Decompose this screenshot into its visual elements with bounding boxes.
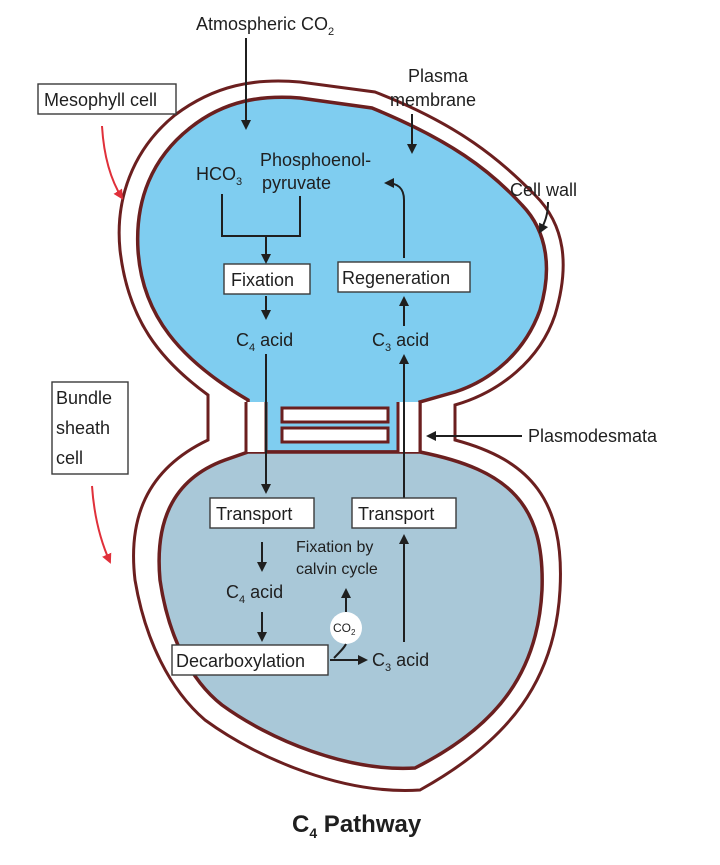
calvin-label-line2: calvin cycle xyxy=(296,561,378,578)
plasmodesmata-bar-bottom xyxy=(280,426,390,444)
mesophyll-c3-acid-label: C3 acid xyxy=(372,330,429,354)
transport-right-label: Transport xyxy=(358,504,434,524)
calvin-label-line1: Fixation by xyxy=(296,539,373,556)
transport-left-label: Transport xyxy=(216,504,292,524)
bundle-sheath-cell xyxy=(157,450,544,771)
co2-bubble-label: CO2 xyxy=(333,621,356,637)
bundle-sheath-pointer-arrow xyxy=(91,485,112,564)
regeneration-to-pep-arrow xyxy=(384,178,405,258)
mesophyll-pointer-arrow xyxy=(101,125,124,200)
plasmodesmata-gap-right xyxy=(398,402,420,452)
plasmodesmata-gap-left xyxy=(246,402,266,452)
plasma-membrane-label-line1: Plasma xyxy=(408,66,469,86)
bundle-c3-acid-label: C3 acid xyxy=(372,650,429,674)
bundle-sheath-label-line2: sheath xyxy=(56,418,110,438)
atmospheric-co2-label: Atmospheric CO2 xyxy=(196,14,334,38)
fixation-box xyxy=(223,263,311,295)
decarboxylation-to-co2-line xyxy=(333,643,347,659)
bundle-sheath-label-line1: Bundle xyxy=(56,388,112,408)
mesophyll-cell-label-box xyxy=(37,83,177,115)
co2-bubble xyxy=(330,612,362,644)
bundle-sheath-label-box xyxy=(51,381,129,475)
decarboxylation-label: Decarboxylation xyxy=(176,651,305,671)
hco3-label: HCO3 xyxy=(196,164,242,188)
bundle-c4-acid-label: C4 acid xyxy=(226,582,283,606)
diagram-caption: C4 Pathway xyxy=(292,811,422,841)
cell-wall-label: Cell wall xyxy=(510,180,577,200)
regeneration-box xyxy=(337,261,471,293)
hco3-pep-join-line xyxy=(221,194,301,237)
pep-label-line2: pyruvate xyxy=(262,173,331,193)
plasmodesmata-label: Plasmodesmata xyxy=(528,426,658,446)
plasma-membrane-label-line2: membrane xyxy=(390,90,476,110)
regeneration-label: Regeneration xyxy=(342,268,450,288)
transport-left-box xyxy=(209,497,315,529)
mesophyll-cell-label: Mesophyll cell xyxy=(44,90,157,110)
cell-wall-pointer xyxy=(539,201,549,234)
pep-label-line1: Phosphoenol- xyxy=(260,150,371,170)
decarboxylation-box xyxy=(171,644,329,676)
transport-right-box xyxy=(351,497,457,529)
plasmodesmata-bar-top xyxy=(280,406,390,424)
mesophyll-c4-acid-label: C4 acid xyxy=(236,330,293,354)
fixation-label: Fixation xyxy=(231,270,294,290)
bundle-sheath-label-line3: cell xyxy=(56,448,83,468)
